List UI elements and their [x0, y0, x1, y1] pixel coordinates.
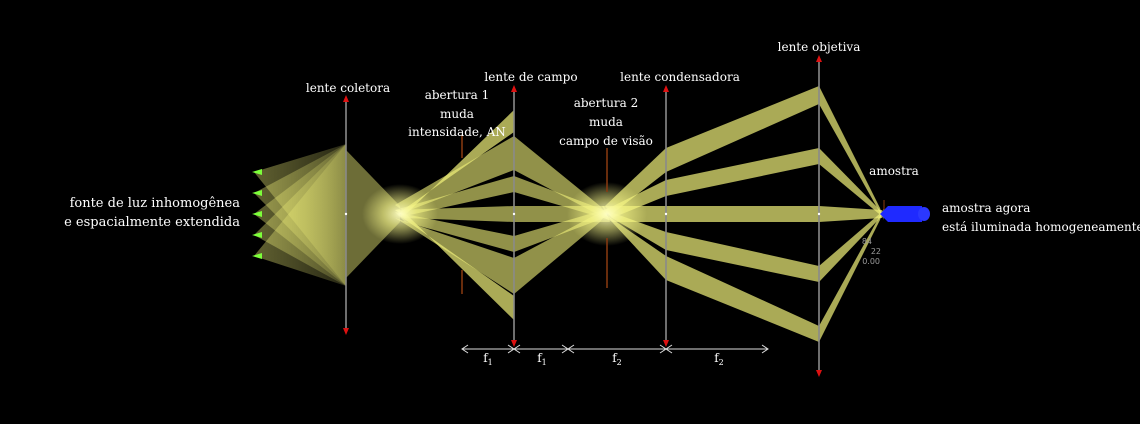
lens-tip-top — [511, 85, 517, 92]
dimension-arrow-left — [665, 344, 673, 354]
dim-label-f1-a: f1 — [483, 351, 493, 367]
aperture2-label-line3: campo de visão — [559, 134, 653, 148]
aperture1-label-line1: abertura 1 — [425, 88, 490, 102]
sample-label: amostra — [869, 164, 919, 178]
collector-lens-label: lente coletora — [306, 81, 390, 95]
readout-line-3: 0.00 — [862, 257, 880, 266]
source-point — [252, 253, 262, 259]
lens-center — [664, 212, 668, 216]
readout-line-1: 84 — [862, 237, 872, 246]
source-label-line2: e espacialmente extendida — [64, 215, 240, 230]
aperture2-label-line1: abertura 2 — [574, 96, 639, 110]
source-beams — [254, 144, 346, 286]
lens-4 — [816, 55, 822, 377]
beam-band — [395, 218, 514, 294]
source-point — [252, 169, 262, 175]
objective-lens-label: lente objetiva — [778, 40, 861, 54]
dimension-arrow-left — [513, 344, 521, 354]
light-source — [252, 169, 262, 259]
dimension-arrow-right — [761, 344, 769, 354]
lens-tip-bottom — [663, 340, 669, 347]
lens-center — [817, 212, 821, 216]
aperture1-label-line3: intensidade, AN — [408, 125, 506, 139]
beam-band — [819, 206, 882, 222]
result-label-line1: amostra agora — [942, 201, 1030, 215]
dimension-arrow-left — [567, 344, 575, 354]
beam-band — [819, 210, 884, 282]
lens-tip-bottom — [511, 340, 517, 347]
beam-band — [666, 86, 819, 172]
aperture2-label-line2: muda — [589, 115, 623, 129]
aperture1-label-line2: muda — [440, 107, 474, 121]
beam-band — [819, 148, 884, 218]
condenser-lens-label: lente condensadora — [620, 70, 740, 84]
result-label-line2: está iluminada homogeneamente — [942, 220, 1140, 234]
lens-tip-bottom — [816, 370, 822, 377]
beam-band — [666, 232, 819, 282]
lenses — [343, 55, 822, 377]
dim-label-f2-b: f2 — [714, 351, 724, 367]
focus-glow-2 — [567, 182, 647, 246]
beam-band — [666, 206, 819, 222]
dim-label-f1-b: f1 — [537, 351, 547, 367]
svg-text:f1: f1 — [537, 351, 547, 367]
beam-band — [666, 256, 819, 342]
dimension-arrow-left — [461, 344, 469, 354]
lens-tip-bottom — [343, 328, 349, 335]
source-point — [252, 211, 262, 217]
lens-tip-top — [343, 95, 349, 102]
svg-text:f1: f1 — [483, 351, 493, 367]
svg-text:f2: f2 — [612, 351, 622, 367]
lens-tip-top — [816, 55, 822, 62]
lens-tip-top — [663, 85, 669, 92]
lens-center — [344, 212, 348, 216]
sample-probe[interactable] — [880, 200, 930, 222]
source-label-line1: fonte de luz inhomogênea — [70, 196, 241, 211]
lens-2 — [511, 85, 517, 347]
lens-center — [512, 212, 516, 216]
svg-text:f2: f2 — [714, 351, 724, 367]
source-point — [252, 190, 262, 196]
beam-band — [819, 86, 884, 220]
focus-glow-1 — [362, 184, 438, 244]
lens-1 — [343, 95, 349, 335]
readout-line-2: 22 — [871, 247, 881, 256]
beam-band — [819, 208, 884, 342]
source-point — [252, 232, 262, 238]
lens-3 — [663, 85, 669, 347]
focal-length-markers — [461, 344, 769, 354]
source-fan — [254, 144, 346, 286]
beam-band — [666, 148, 819, 196]
dim-label-f2-a: f2 — [612, 351, 622, 367]
field-lens-label: lente de campo — [484, 70, 577, 84]
